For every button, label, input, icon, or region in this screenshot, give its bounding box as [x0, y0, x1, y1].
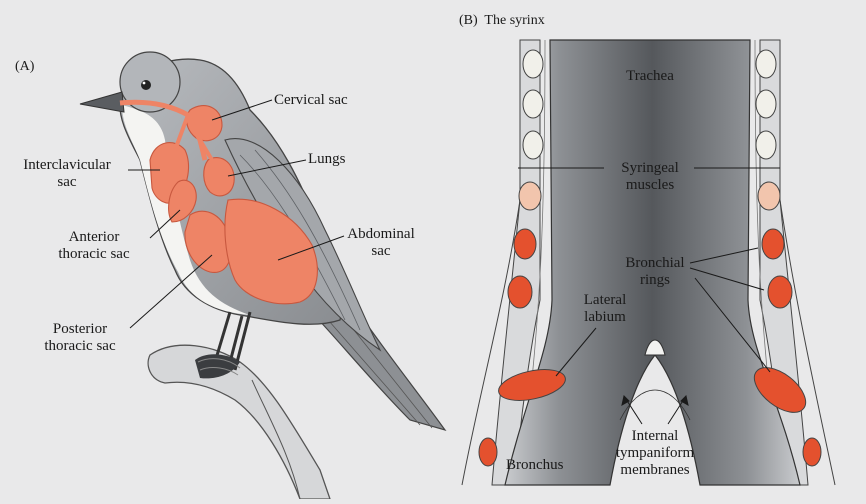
- bird-beak: [79, 91, 125, 113]
- bird-tail: [298, 299, 447, 432]
- membrane-arrows: [621, 395, 689, 425]
- label-internal-tympaniform-membranes: Internal tympaniform membranes: [600, 428, 710, 479]
- branch: [147, 344, 331, 500]
- rings: [478, 49, 822, 467]
- panel-b-tag: (B): [459, 13, 478, 28]
- lungs: [203, 157, 235, 197]
- label-interclavicular-line1: Interclavicular: [23, 157, 111, 173]
- label-bronchial-rings: Bronchial rings: [610, 255, 700, 289]
- syrinx-illustration: [461, 39, 836, 486]
- anterior-thoracic-sac: [168, 179, 197, 223]
- label-cervical-sac: Cervical sac: [274, 92, 348, 108]
- label-anterior-line1: Anterior: [68, 229, 120, 245]
- panel-b-leaders: [518, 167, 780, 377]
- posterior-thoracic-sac: [184, 210, 232, 273]
- internal-membrane: [644, 339, 666, 356]
- panel-a-tag: (A): [15, 59, 35, 74]
- label-internal-line2: tympaniform: [615, 445, 695, 461]
- label-lateral-labium: Lateral labium: [570, 292, 640, 326]
- panel-a-leaders: [128, 99, 345, 329]
- lateral-labium: [498, 369, 566, 401]
- label-syringeal-line1: Syringeal: [621, 160, 679, 176]
- airway: [119, 99, 208, 161]
- label-lateral-line2: labium: [584, 309, 626, 325]
- label-bronchus: Bronchus: [506, 457, 564, 473]
- label-bronchial-line1: Bronchial: [625, 255, 685, 271]
- label-interclavicular-line2: sac: [57, 174, 77, 190]
- label-abdominal-line2: sac: [371, 243, 391, 259]
- label-posterior-line1: Posterior: [52, 321, 108, 337]
- label-anterior-line2: thoracic sac: [58, 246, 130, 262]
- label-abdominal-sac: Abdominal sac: [336, 226, 426, 260]
- label-trachea: Trachea: [626, 68, 674, 84]
- label-interclavicular: Interclavicular sac: [6, 157, 128, 191]
- label-lungs: Lungs: [308, 151, 346, 167]
- air-sacs: [149, 105, 318, 305]
- label-posterior-line2: thoracic sac: [44, 338, 116, 354]
- label-syringeal-muscles: Syringeal muscles: [600, 160, 700, 194]
- label-posterior-thoracic-sac: Posterior thoracic sac: [30, 321, 130, 355]
- label-bronchial-line2: rings: [640, 272, 670, 288]
- label-anterior-thoracic-sac: Anterior thoracic sac: [36, 229, 152, 263]
- bird-eye: [141, 80, 151, 90]
- label-internal-line1: Internal: [631, 428, 679, 444]
- label-internal-line3: membranes: [620, 462, 690, 478]
- label-abdominal-line1: Abdominal: [347, 226, 415, 242]
- bird-illustration: [79, 51, 447, 500]
- abdominal-sac: [224, 198, 318, 305]
- label-syringeal-line2: muscles: [625, 177, 675, 193]
- branch-back: [251, 379, 301, 500]
- label-lateral-line1: Lateral: [583, 292, 627, 308]
- panel-b-title: (B) The syrinx: [459, 12, 545, 29]
- panel-b-title-text: The syrinx: [484, 13, 545, 28]
